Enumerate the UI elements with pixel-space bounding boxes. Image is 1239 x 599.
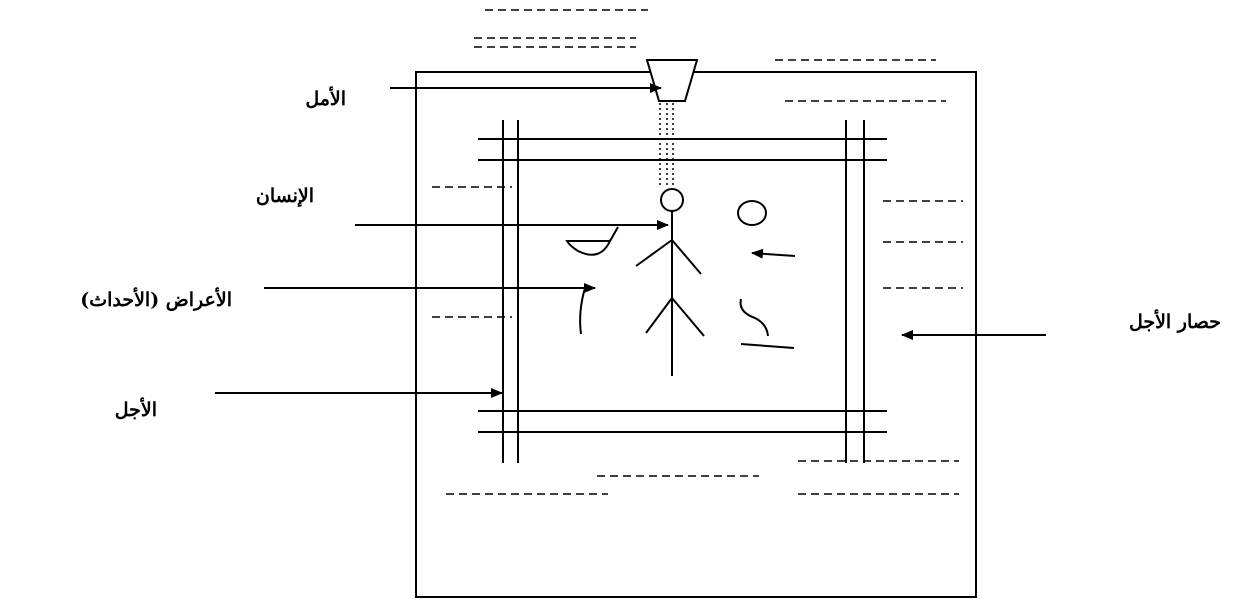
label-term: الأجل <box>114 399 157 421</box>
hope-drip <box>659 103 674 188</box>
label-siege: حصار الأجل <box>1128 311 1221 333</box>
term-wall-right <box>845 120 865 463</box>
term-wall-left <box>502 120 519 463</box>
label-human: الإنسان <box>255 185 314 207</box>
symptom-shapes <box>565 200 795 349</box>
term-wall-top <box>478 138 887 161</box>
outer-frame <box>415 71 977 598</box>
label-symptoms: الأعراض (الأحداث) <box>80 289 232 311</box>
label-hope: الأمل <box>305 88 346 110</box>
trapezoid-vessel-icon <box>645 59 699 102</box>
stick-figure-icon <box>635 188 705 376</box>
incoming-arrow <box>751 248 796 259</box>
hope-dashes <box>432 9 963 495</box>
term-wall-bottom <box>478 410 887 433</box>
